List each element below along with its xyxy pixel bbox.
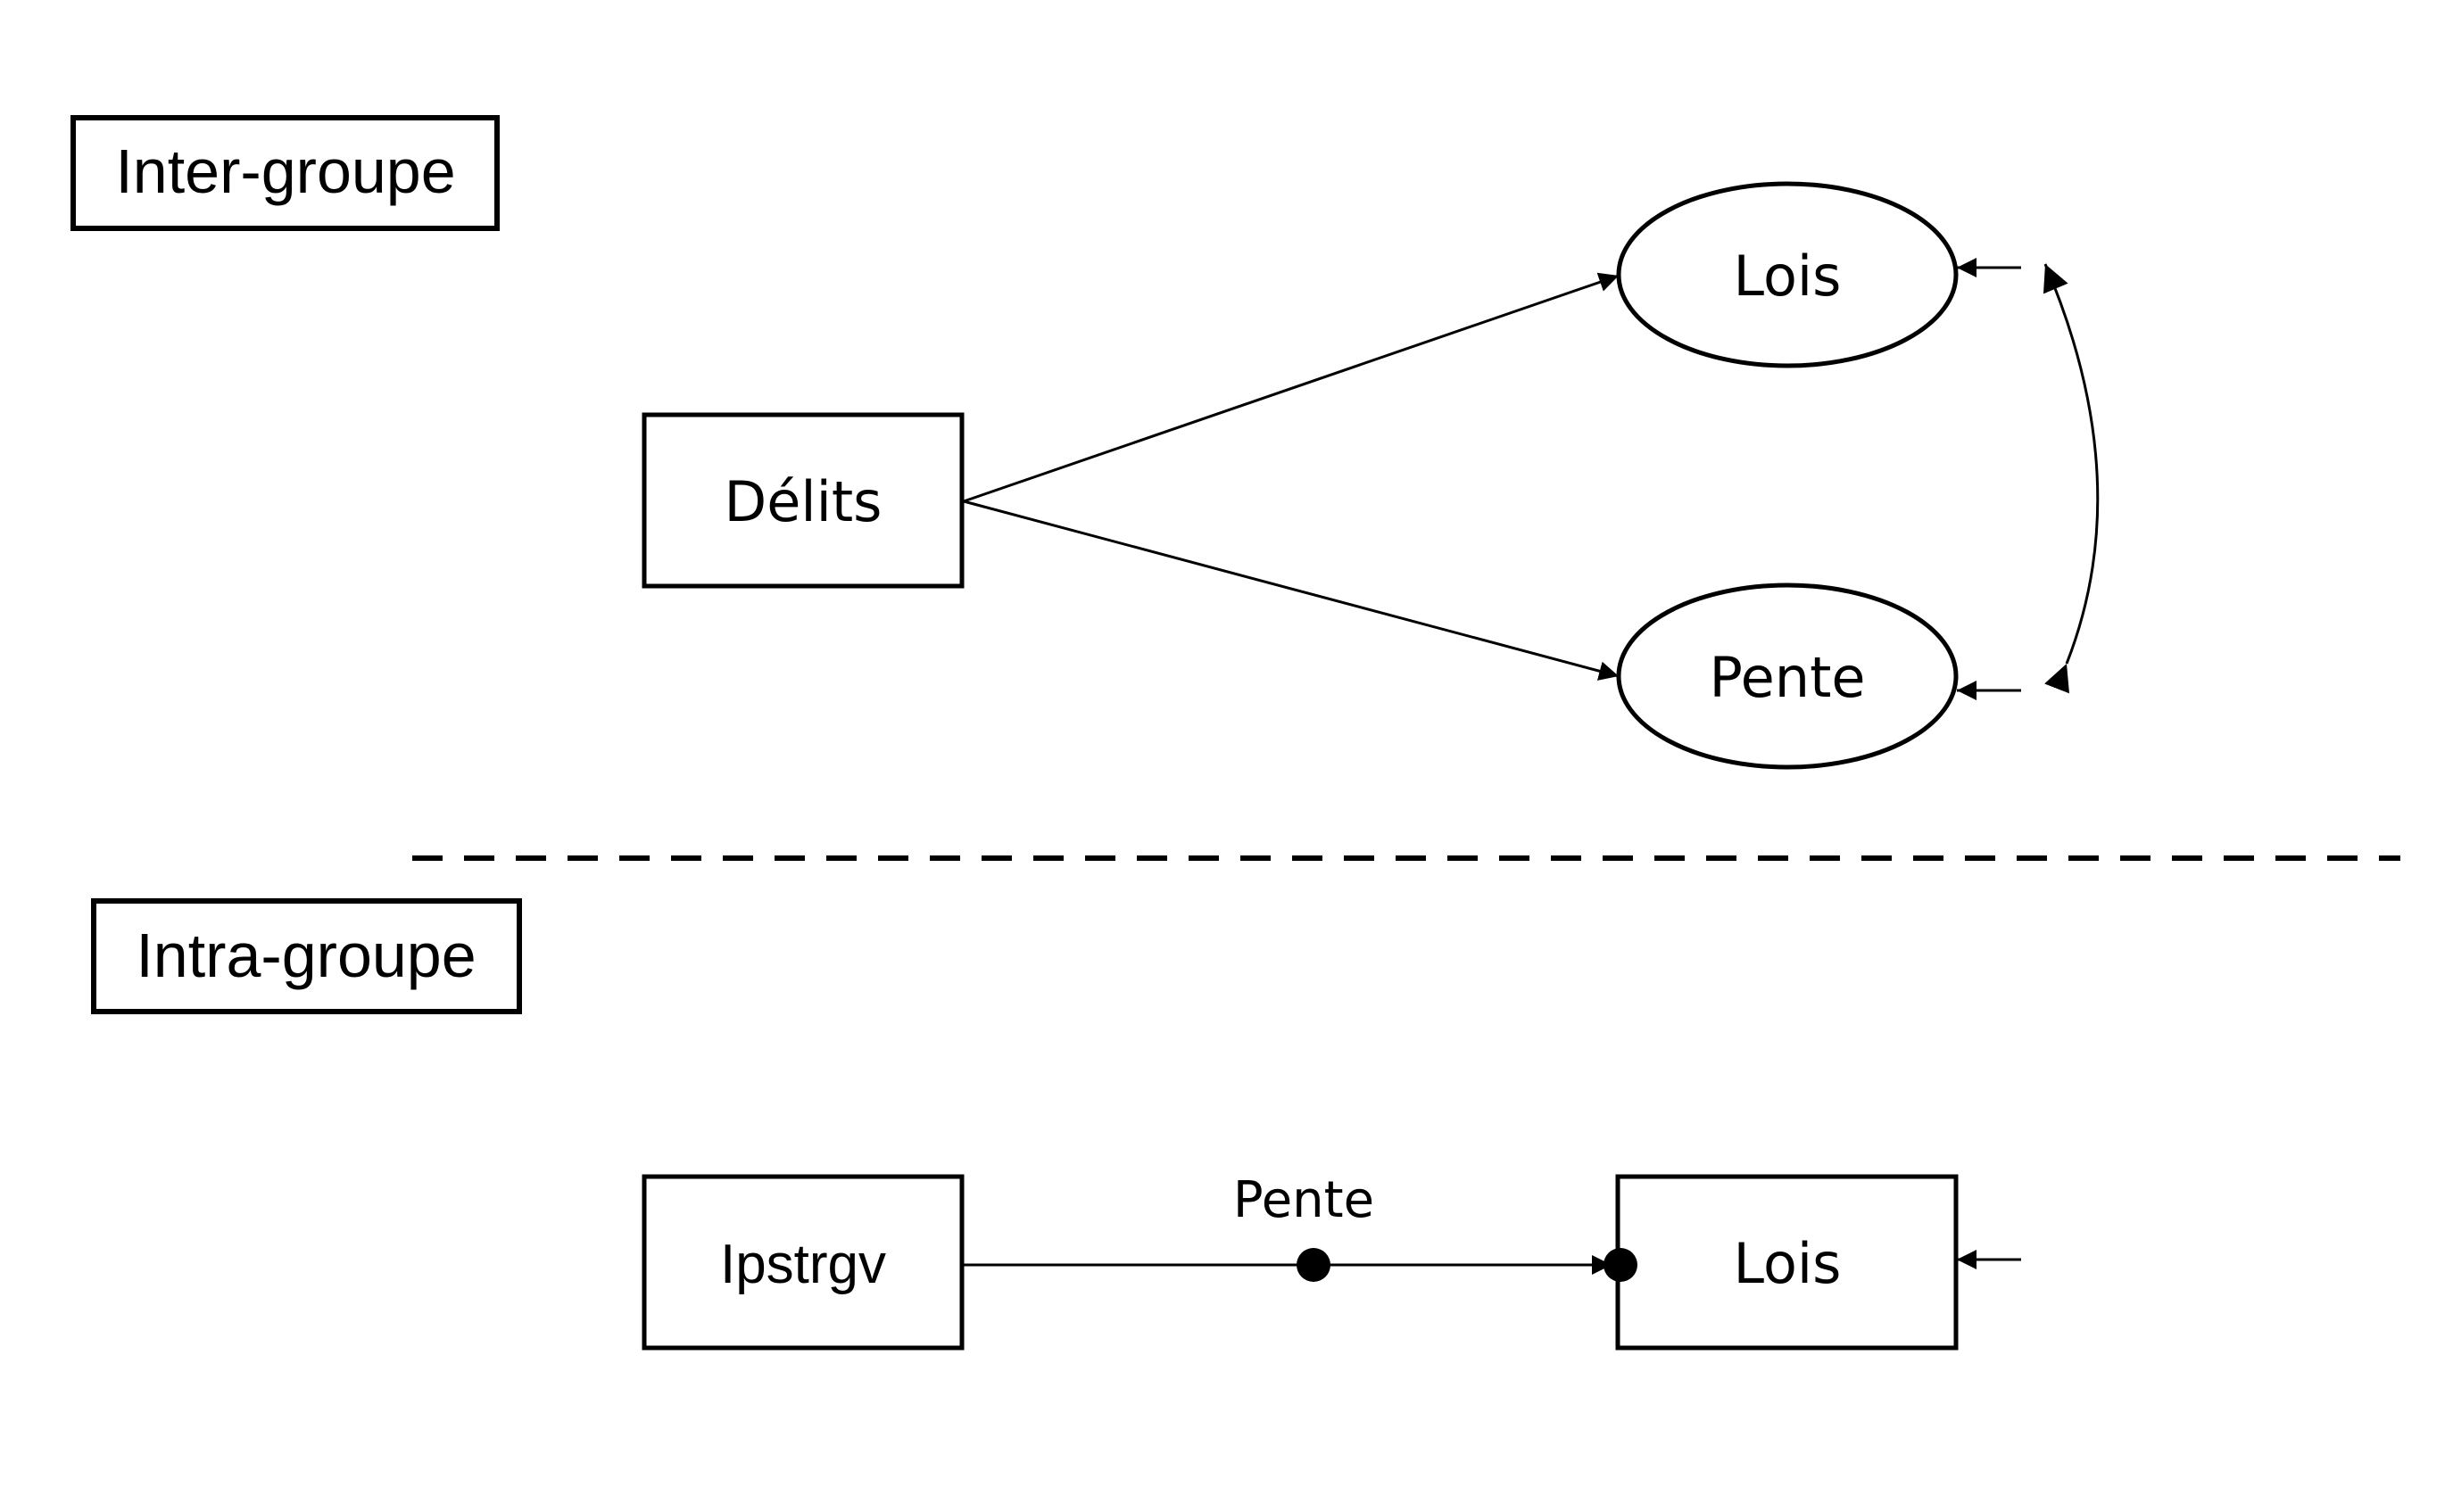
covariance-arrow-lois-pente xyxy=(2043,263,2100,694)
path-delits-to-pente xyxy=(963,500,1620,681)
random-slope-dot xyxy=(1297,1248,1330,1282)
predictor-box-delits: Délits xyxy=(642,412,965,589)
predictor-delits-label: Délits xyxy=(725,469,883,534)
predictor-ipstrgv-label: Ipstrgv xyxy=(720,1234,886,1295)
latent-ellipse-lois: Lois xyxy=(1616,181,1959,368)
latent-ellipse-pente: Pente xyxy=(1616,582,1959,770)
random-slope-label: Pente xyxy=(1233,1171,1374,1229)
outcome-lois-label: Lois xyxy=(1734,1231,1842,1296)
between-label-text: Inter-groupe xyxy=(115,136,455,206)
path-delits-to-lois xyxy=(963,272,1620,503)
within-label-text: Intra-groupe xyxy=(136,921,476,990)
within-section-label: Intra-groupe xyxy=(91,898,522,1014)
between-section-label: Inter-groupe xyxy=(70,115,500,231)
outcome-box-lois: Lois xyxy=(1615,1174,1959,1351)
latent-pente-label: Pente xyxy=(1709,645,1865,710)
predictor-box-ipstrgv: Ipstrgv xyxy=(642,1174,965,1351)
random-slope-endpoint-dot xyxy=(1604,1248,1637,1282)
latent-lois-label: Lois xyxy=(1734,244,1842,309)
